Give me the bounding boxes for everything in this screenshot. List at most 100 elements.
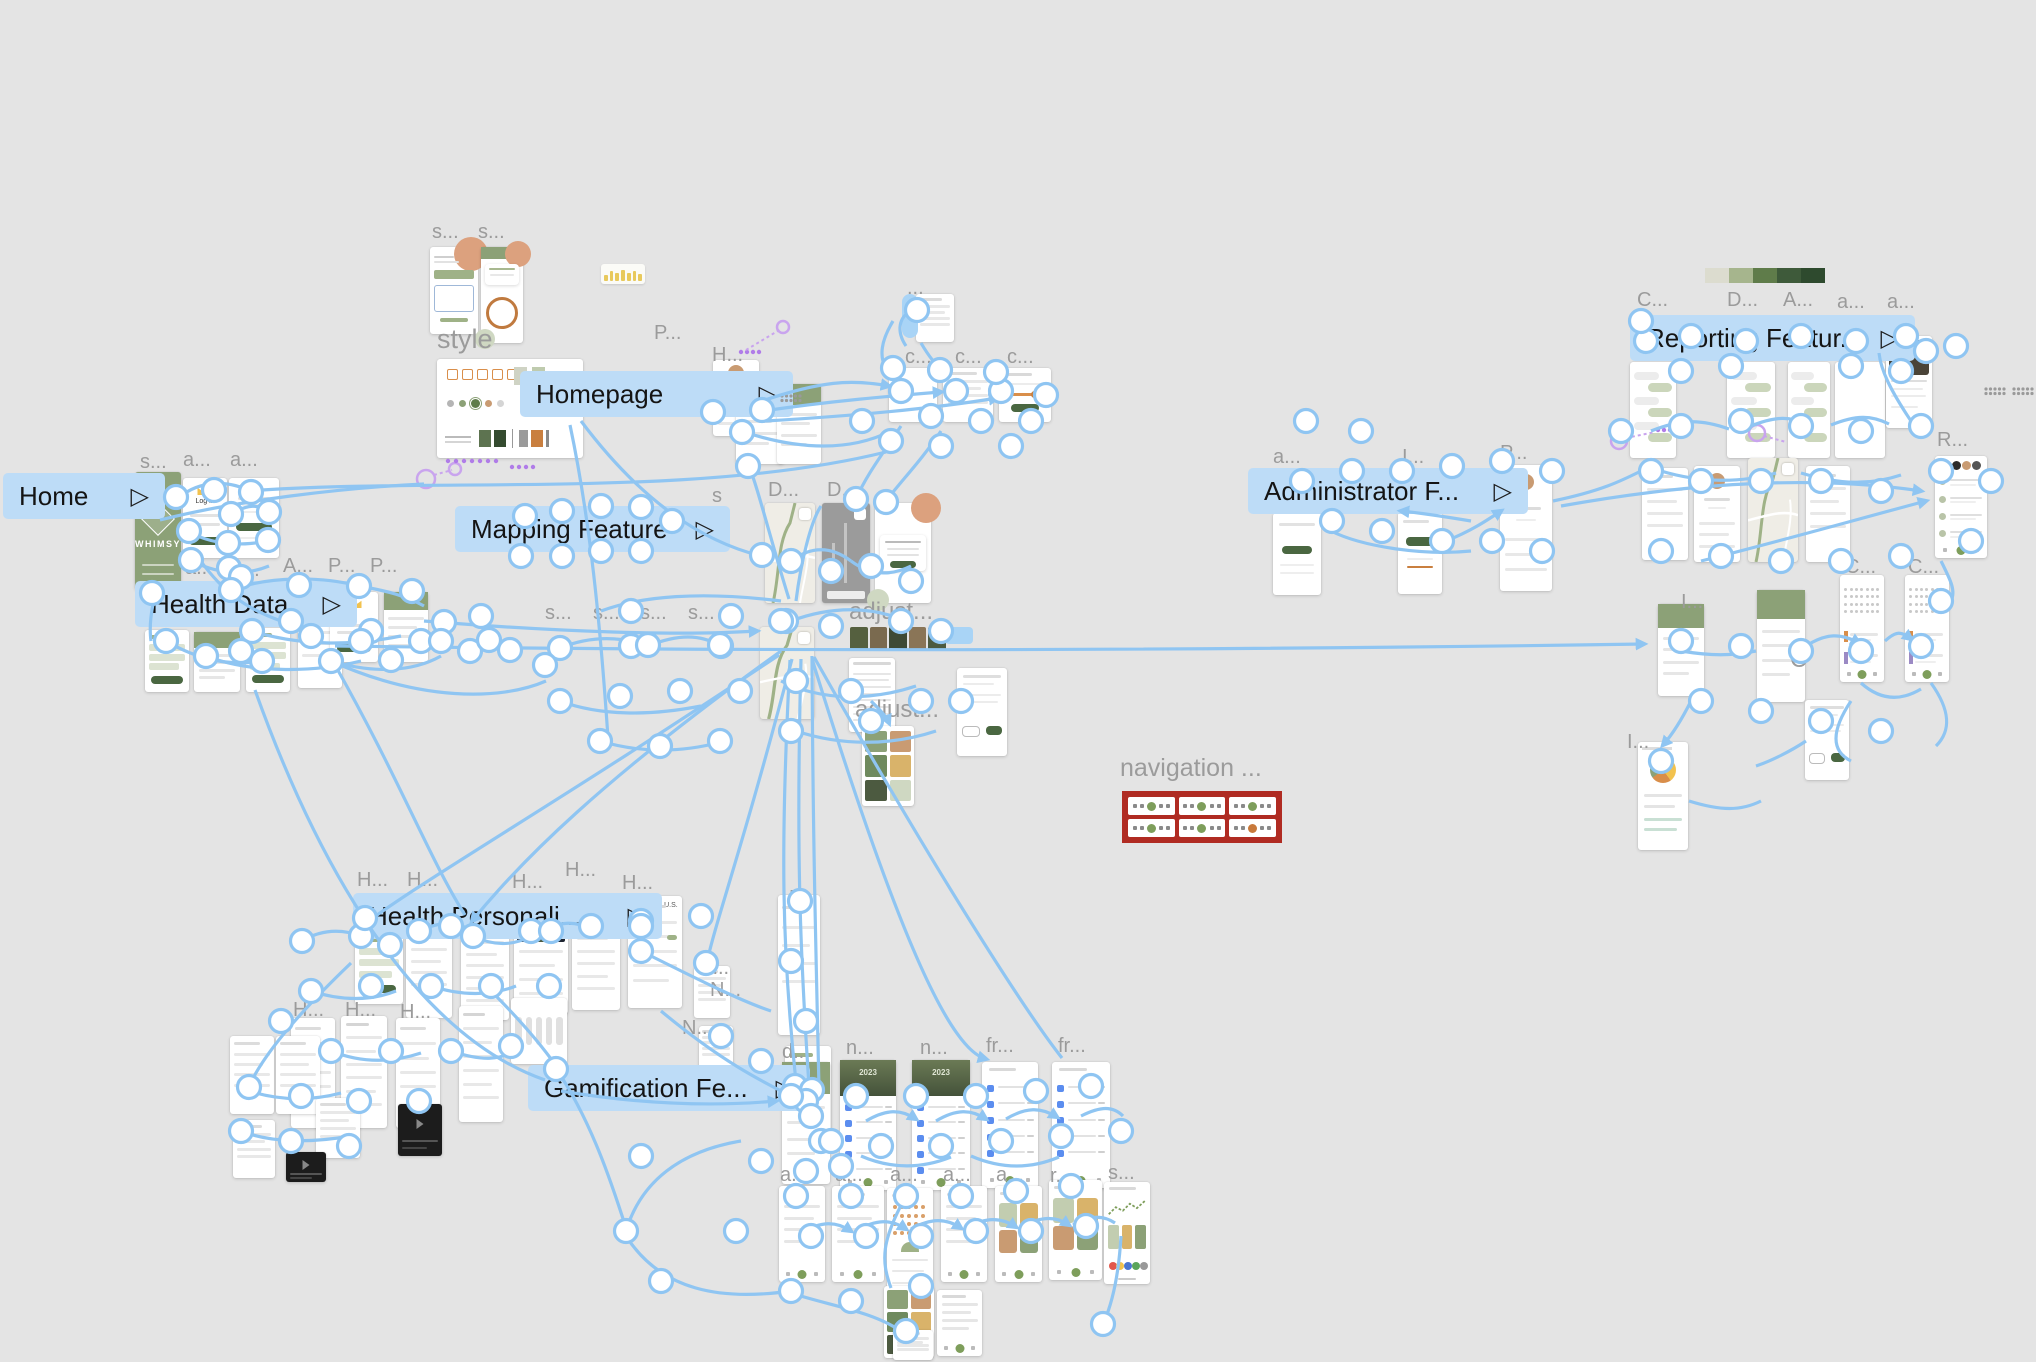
- flow-start-home[interactable]: Home▷: [3, 473, 165, 519]
- drag-handle-dots[interactable]: [1997, 391, 2002, 396]
- connection-endpoint[interactable]: [1107, 1117, 1135, 1145]
- frame-label[interactable]: I...: [1681, 591, 1704, 613]
- drag-handle-dots[interactable]: [2025, 387, 2030, 391]
- screen-thumbnail-login2[interactable]: [229, 478, 279, 558]
- screen-thumbnail-map[interactable]: [765, 503, 815, 603]
- drag-handle-dots[interactable]: [2002, 391, 2006, 396]
- screen-thumbnail-login-green[interactable]: [1273, 513, 1321, 595]
- frame-label[interactable]: s...: [545, 602, 572, 624]
- connection-endpoint[interactable]: [646, 732, 674, 760]
- frame-label[interactable]: D...: [827, 479, 859, 501]
- frame-label[interactable]: P...: [328, 555, 356, 577]
- drag-handle-dots[interactable]: [1988, 387, 1993, 391]
- screen-thumbnail-stats[interactable]: [937, 1290, 982, 1356]
- connection-endpoint[interactable]: [634, 631, 662, 659]
- screen-thumbnail-stats[interactable]: [779, 1186, 825, 1282]
- play-icon[interactable]: ▷: [775, 1074, 794, 1102]
- drag-handle-dots[interactable]: [2016, 391, 2021, 396]
- screen-thumbnail-login[interactable]: Log in: [183, 478, 227, 558]
- screen-thumbnail-dash-green[interactable]: [384, 592, 428, 662]
- flow-start-mapping-feature[interactable]: Mapping Feature▷: [455, 506, 730, 552]
- screen-thumbnail-photo-strip[interactable]: [848, 625, 948, 653]
- frame-label[interactable]: n...: [920, 1037, 948, 1059]
- frame-label[interactable]: P: [789, 887, 803, 909]
- drag-handle-dots[interactable]: [2030, 391, 2034, 396]
- section-label[interactable]: adjust...: [849, 598, 934, 625]
- frame-label[interactable]: R...: [1937, 429, 1969, 451]
- connection-endpoint[interactable]: [1089, 1310, 1117, 1338]
- frame-label[interactable]: fr...: [986, 1035, 1014, 1057]
- drag-handle-dots[interactable]: [1988, 391, 1993, 396]
- connection-endpoint[interactable]: [707, 632, 735, 660]
- frame-label[interactable]: a...: [185, 557, 213, 579]
- palette-swatch[interactable]: [1801, 268, 1825, 283]
- connection-endpoint[interactable]: [617, 632, 645, 660]
- nav-variant[interactable]: [1229, 797, 1276, 815]
- frame-label[interactable]: H...: [712, 344, 744, 366]
- frame-label[interactable]: P...: [370, 555, 398, 577]
- connection-endpoint[interactable]: [586, 727, 614, 755]
- play-icon[interactable]: ▷: [695, 515, 714, 543]
- frame-label[interactable]: N...: [698, 957, 730, 979]
- frame-label[interactable]: s...: [432, 221, 459, 243]
- frame-label[interactable]: N...: [682, 1017, 714, 1039]
- connection-endpoint[interactable]: [777, 1277, 805, 1305]
- frame-label[interactable]: a...: [183, 449, 211, 471]
- connection-endpoint[interactable]: [430, 608, 458, 636]
- screen-thumbnail-list[interactable]: [916, 294, 954, 342]
- component-set-label[interactable]: navigation ...: [1120, 754, 1262, 782]
- palette-swatch[interactable]: [1705, 268, 1729, 283]
- play-icon[interactable]: ▷: [322, 590, 341, 618]
- screen-thumbnail-video-dark[interactable]: [286, 1152, 326, 1182]
- connection-endpoint[interactable]: [997, 432, 1025, 460]
- screen-thumbnail-menu-list[interactable]: [459, 1006, 503, 1122]
- play-icon[interactable]: ▷: [130, 482, 149, 510]
- selection-handle[interactable]: [945, 627, 973, 644]
- screen-thumbnail-list[interactable]: [778, 895, 820, 1035]
- frame-label[interactable]: A...: [283, 555, 314, 577]
- screen-thumbnail-feed-list[interactable]: [1835, 362, 1885, 458]
- component-link-node[interactable]: [447, 461, 463, 477]
- screen-thumbnail-list[interactable]: [1642, 468, 1688, 560]
- screen-thumbnail-feed-list[interactable]: [889, 368, 937, 422]
- frame-label[interactable]: H...: [345, 999, 377, 1021]
- screen-thumbnail-list[interactable]: [276, 1036, 320, 1114]
- frame-label[interactable]: d...: [782, 1041, 810, 1063]
- connection-endpoint[interactable]: [267, 1007, 295, 1035]
- frame-label[interactable]: D...: [768, 479, 800, 501]
- connection-endpoint[interactable]: [687, 902, 715, 930]
- connection-endpoint[interactable]: [777, 717, 805, 745]
- screen-thumbnail-list-green[interactable]: [246, 628, 290, 692]
- screen-thumbnail-chat[interactable]: [1630, 362, 1676, 458]
- screen-thumbnail-modal-card[interactable]: [957, 668, 1007, 756]
- screen-thumbnail-minichart[interactable]: [601, 264, 645, 284]
- screen-thumbnail-list[interactable]: [893, 1330, 933, 1360]
- connection-endpoint[interactable]: [927, 432, 955, 460]
- drag-handle-dots[interactable]: [1984, 387, 1988, 391]
- connection-endpoint[interactable]: [877, 427, 905, 455]
- flow-start-health-data[interactable]: Health Data▷: [135, 581, 357, 627]
- drag-handle-dots[interactable]: [1993, 387, 1997, 391]
- connection-endpoint[interactable]: [1867, 477, 1895, 505]
- flow-start-homepage[interactable]: Homepage▷: [520, 371, 793, 417]
- frame-label[interactable]: s...: [688, 602, 715, 624]
- frame-label[interactable]: n...: [846, 1037, 874, 1059]
- screen-thumbnail-onboard[interactable]: [430, 237, 488, 334]
- frame-label[interactable]: a...: [1837, 291, 1865, 313]
- frame-label[interactable]: a...: [890, 1164, 918, 1186]
- frame-label[interactable]: a...: [1273, 446, 1301, 468]
- section-label[interactable]: C: [1790, 646, 1808, 673]
- screen-thumbnail-video-dark[interactable]: [398, 1104, 442, 1156]
- screen-thumbnail-list-green[interactable]: [355, 932, 403, 1004]
- nav-variant[interactable]: [1128, 819, 1175, 837]
- frame-label[interactable]: c...: [1007, 346, 1034, 368]
- screen-thumbnail-modal-green[interactable]: [1398, 512, 1442, 594]
- drag-handle-dots[interactable]: [1984, 391, 1988, 396]
- component-set-navigation[interactable]: [1122, 791, 1282, 843]
- screen-thumbnail-modal-card[interactable]: [1805, 700, 1849, 780]
- frame-label[interactable]: c...: [905, 346, 932, 368]
- frame-label[interactable]: s...: [478, 221, 505, 243]
- frame-label[interactable]: ...: [878, 481, 895, 503]
- screen-thumbnail-list[interactable]: [1806, 466, 1850, 562]
- connection-endpoint[interactable]: [726, 677, 754, 705]
